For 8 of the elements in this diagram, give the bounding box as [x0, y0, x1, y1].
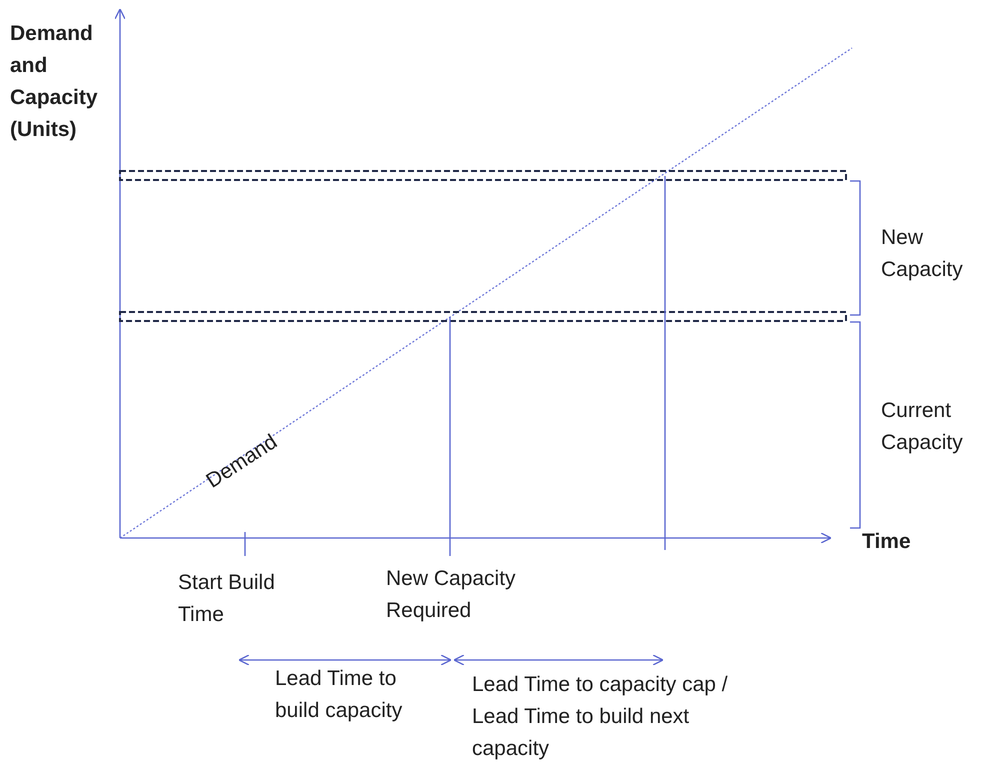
axis-label: Demand and Capacity (Units) [10, 21, 99, 143]
axis-label: Time [862, 529, 912, 555]
bracket-label: Current Capacity [881, 398, 964, 456]
bracket-label: New Capacity [881, 225, 964, 283]
dimension-label: Lead Time to build capacity [275, 666, 404, 724]
tick-label: Start Build Time [178, 570, 276, 628]
dimension-label: Lead Time to capacity cap / Lead Time to build next capacity [472, 672, 729, 762]
tick-label: New Capacity Required [386, 566, 517, 624]
